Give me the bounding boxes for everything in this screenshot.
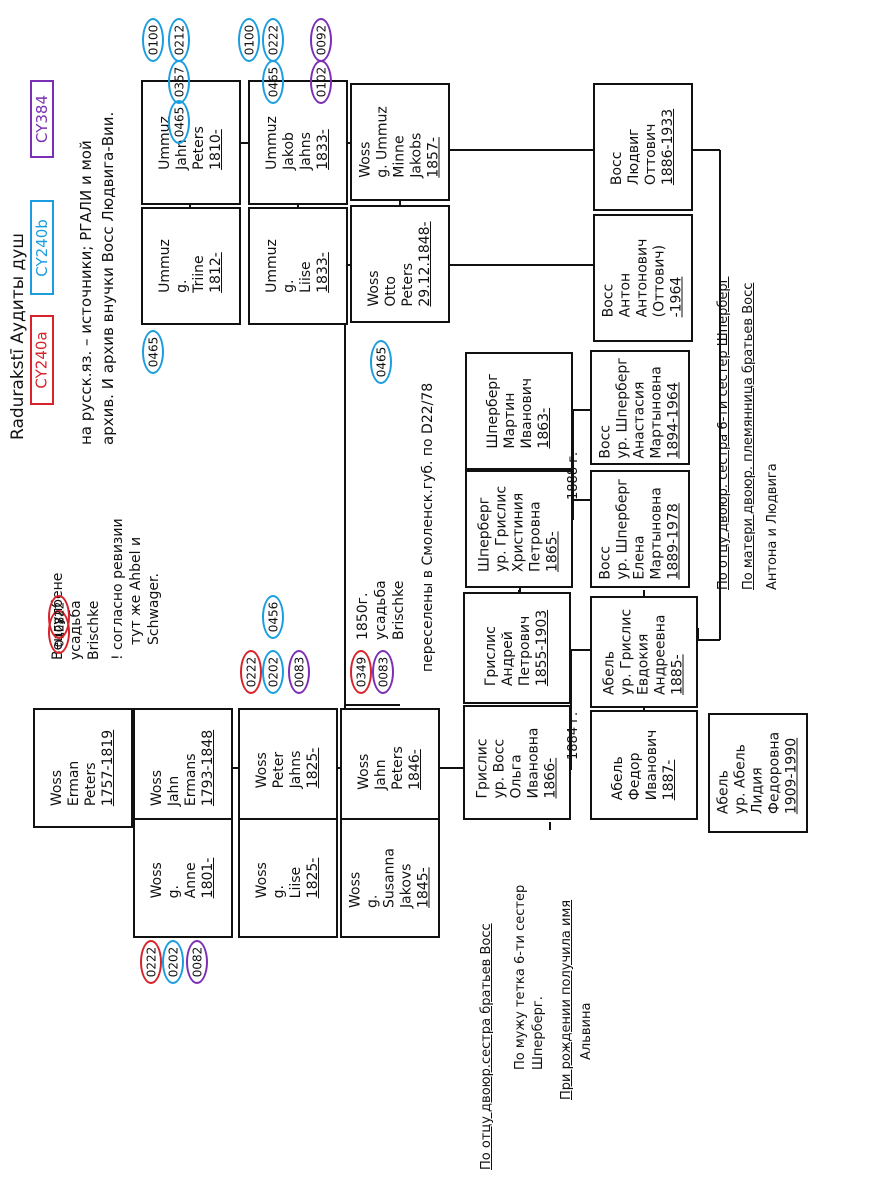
code-oval: 0100 [142,18,164,62]
code-oval: 0092 [310,18,332,62]
code-oval: 0202 [162,940,184,984]
code-text: 0100 [242,24,257,56]
legend-label: CY384 [33,94,52,144]
bottom-note: При рождении получила имя [559,899,574,1100]
code-oval: 0222 [140,940,162,984]
sources-line-2: архив. И архив внучки Восс Людвига-Вии. [99,111,117,445]
erman-note: усадьба [68,600,84,660]
code-text: 0083 [292,656,307,688]
code-oval: 0222 [262,18,284,62]
legend-box: CY384 [30,80,54,158]
code-oval: 0082 [186,940,208,984]
right-note: Антона и Людвига [765,463,780,590]
code-oval: 0083 [372,650,394,694]
code-oval: 0102 [310,60,332,104]
erman-note: Brischke [86,600,102,660]
bottom-note: По мужу тетка 6-ти сестер [513,884,528,1070]
code-oval: 0212 [168,18,190,62]
jahn2-note: усадьба [373,580,389,640]
code-oval: 0202 [262,650,284,694]
code-text: 0222 [52,601,67,633]
code-text: 0465 [374,346,389,378]
code-text: 0222 [144,946,159,978]
right-note: По матери двоюр. племянница братьев Восс [741,282,756,590]
code-oval: 0465 [262,60,284,104]
erman-note2: тут же Ahbel и [128,536,144,645]
year-note: 1884 г. [566,711,581,760]
code-text: 0083 [376,656,391,688]
sources-line-1: на русск.яз. – источники; РГАЛИ и мой [77,140,95,445]
erman-note2: ! согласно ревизии [110,518,126,660]
code-text: 0222 [266,24,281,56]
legend-box: CY240a [30,315,54,405]
code-text: 0465 [146,336,161,368]
code-text: 0465 [266,66,281,98]
legend-box: CY240b [30,200,54,295]
code-oval: 0349 [350,650,372,694]
page-title: Radurakstī Аудиты душ [8,233,28,440]
code-oval: 0456 [262,595,284,639]
code-oval: 0222 [48,595,70,639]
moved-note: переселены в Смоленск.губ. по D22/78 [420,382,436,672]
code-text: 0222 [244,656,259,688]
code-text: 0349 [354,656,369,688]
bottom-note: По отцу двоюр.сестра братьев Восс [479,923,494,1170]
legend-label: CY240b [33,218,51,277]
year-note: 1888 г. [566,451,581,500]
code-oval: 0465 [168,100,190,144]
code-text: 0082 [190,946,205,978]
code-oval: 0222 [240,650,262,694]
code-oval: 0357 [168,60,190,104]
jahn2-note: 1850г. [355,592,371,640]
code-text: 0102 [314,66,329,98]
code-oval: 0465 [370,340,392,384]
code-text: 0212 [172,24,187,56]
code-oval: 0100 [238,18,260,62]
right-note: По отцу двоюр. сестра 6-ти сестер Шпербе… [716,276,731,590]
code-text: 0202 [166,946,181,978]
code-text: 0202 [266,656,281,688]
erman-note2: Schwager. [146,573,162,645]
legend-label: CY240a [33,331,52,389]
code-oval: 0465 [142,330,164,374]
bottom-note: Альвина [579,1002,594,1060]
code-text: 0100 [146,24,161,56]
bottom-note: Шперберг. [531,996,546,1070]
code-text: 0357 [172,66,187,98]
code-oval: 0083 [288,650,310,694]
code-text: 0456 [266,601,281,633]
code-text: 0092 [314,24,329,56]
jahn2-note: Brischke [391,580,407,640]
code-text: 0465 [172,106,187,138]
